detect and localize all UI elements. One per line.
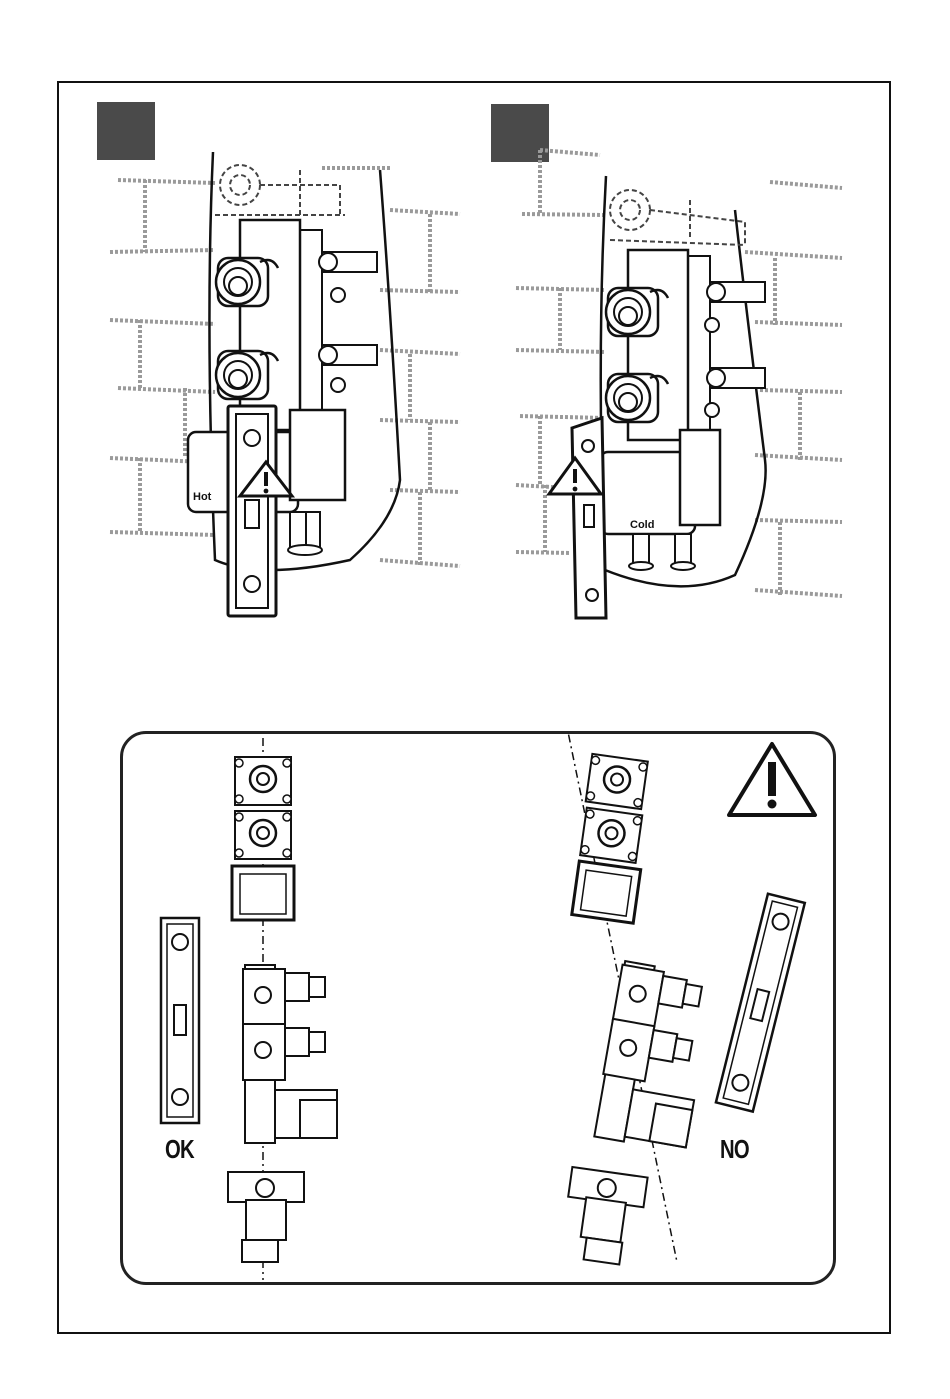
warning-icon-large — [729, 744, 815, 815]
spirit-level-ok — [161, 918, 199, 1123]
spirit-level-no — [716, 894, 805, 1112]
correct-alignment — [161, 738, 337, 1280]
ok-label: OK — [165, 1136, 194, 1162]
no-label: NO — [720, 1136, 749, 1162]
